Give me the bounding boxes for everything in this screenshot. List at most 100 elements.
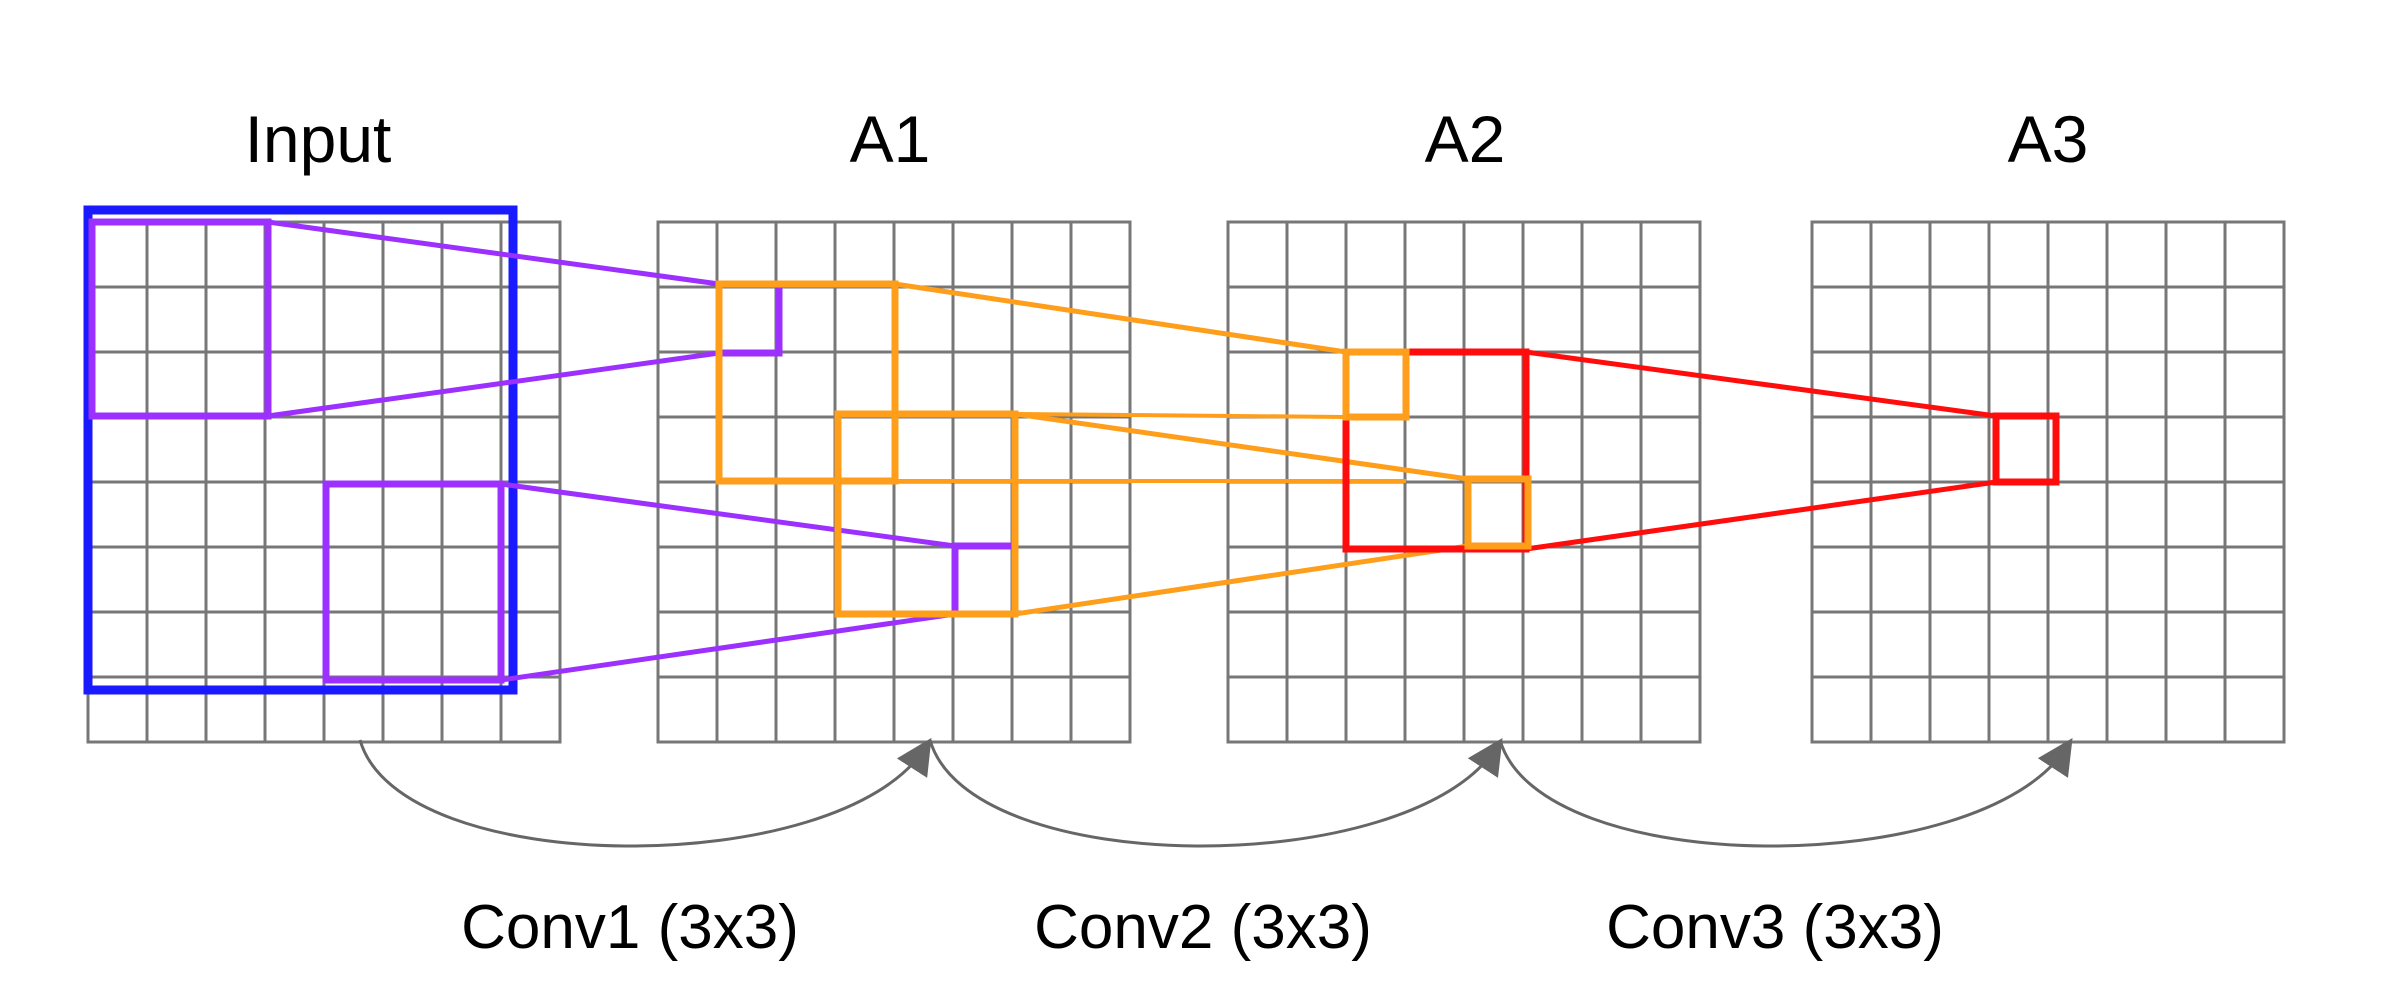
- grid-cell: [204, 610, 267, 679]
- grid-cell: [263, 350, 326, 419]
- grid-cell: [440, 285, 503, 354]
- grid-cell: [715, 285, 778, 354]
- grid-cell: [1462, 545, 1525, 614]
- conv1-label: Conv1 (3x3): [461, 893, 799, 962]
- grid-cell: [263, 545, 326, 614]
- grid-cell: [951, 610, 1014, 679]
- conv1-projection-line: [267, 219, 720, 287]
- grid-cell: [1010, 350, 1073, 419]
- conv2-projection-line: [1014, 543, 1469, 617]
- grid-cell: [86, 220, 149, 289]
- grid-cell: [2223, 675, 2286, 744]
- overlay-layer: [83, 205, 2060, 695]
- grid-cell: [1069, 220, 1132, 289]
- conv1-projection-line: [267, 350, 720, 419]
- grid-cell: [322, 285, 385, 354]
- grid-cell: [2105, 610, 2168, 679]
- grid-cell: [2223, 610, 2286, 679]
- grid-cell: [1069, 480, 1132, 549]
- conv2-projection-line: [1014, 411, 1469, 482]
- grid-cell: [2223, 415, 2286, 484]
- grid-cell: [263, 480, 326, 549]
- grid-cell: [1810, 415, 1873, 484]
- grid-cell: [1403, 545, 1466, 614]
- grid-cell: [1928, 220, 1991, 289]
- grid-cell: [1521, 675, 1584, 744]
- grid-cell: [1462, 610, 1525, 679]
- grid-cell: [1462, 220, 1525, 289]
- grid-cell: [1010, 675, 1073, 744]
- grid-cell: [1987, 285, 2050, 354]
- grid-cell: [833, 415, 896, 484]
- grid-cell: [774, 675, 837, 744]
- grid-cell: [145, 415, 208, 484]
- grid-cell: [1462, 675, 1525, 744]
- grid-cell: [1069, 610, 1132, 679]
- grid-cell: [1580, 610, 1643, 679]
- grid-cell: [322, 610, 385, 679]
- grid-cell: [1580, 675, 1643, 744]
- grid-cell: [1285, 415, 1348, 484]
- grid-cell: [1010, 480, 1073, 549]
- grid-cell: [1810, 610, 1873, 679]
- grid-cell: [833, 350, 896, 419]
- grid-cell: [1987, 545, 2050, 614]
- grid-cell: [263, 220, 326, 289]
- grid-cell: [1010, 285, 1073, 354]
- grid-cell: [263, 285, 326, 354]
- grid-cell: [1639, 350, 1702, 419]
- grid-cell: [2105, 545, 2168, 614]
- grid-cell: [1928, 610, 1991, 679]
- grid-cell: [2164, 610, 2227, 679]
- grid-cell: [1285, 480, 1348, 549]
- grid-cell: [1869, 610, 1932, 679]
- grid-cell: [1403, 220, 1466, 289]
- grid-cell: [440, 415, 503, 484]
- grid-cell: [2223, 545, 2286, 614]
- grid-cell: [2164, 415, 2227, 484]
- grid-cell: [1403, 610, 1466, 679]
- grid-cell: [1010, 220, 1073, 289]
- grid-cell: [204, 480, 267, 549]
- grid-cell: [951, 220, 1014, 289]
- grid-cell: [2223, 220, 2286, 289]
- grid-cell: [263, 415, 326, 484]
- grid-cell: [2046, 675, 2109, 744]
- grid-cell: [1810, 480, 1873, 549]
- grid-label-input: Input: [245, 102, 392, 176]
- grid-cell: [1010, 545, 1073, 614]
- grid-cell: [1639, 675, 1702, 744]
- grid-cell: [2164, 285, 2227, 354]
- grid-cell: [1639, 480, 1702, 549]
- grid-cell: [1226, 350, 1289, 419]
- grid-cell: [145, 220, 208, 289]
- grid-cell: [86, 285, 149, 354]
- grid-cell: [86, 545, 149, 614]
- grid-cell: [1580, 285, 1643, 354]
- grid-cell: [2223, 285, 2286, 354]
- grid-cell: [1069, 675, 1132, 744]
- grid-cell: [2046, 220, 2109, 289]
- grid-cell: [2046, 610, 2109, 679]
- conv2-arrow: [928, 737, 1503, 848]
- grid-cell: [1810, 350, 1873, 419]
- grid-a3: [1810, 220, 2286, 744]
- grid-cell: [833, 285, 896, 354]
- grid-cell: [1403, 675, 1466, 744]
- grid-cell: [2164, 480, 2227, 549]
- grid-cell: [951, 415, 1014, 484]
- grid-cell: [2046, 480, 2109, 549]
- conv2-label: Conv2 (3x3): [1034, 893, 1372, 962]
- grid-cell: [1639, 220, 1702, 289]
- conv3-projection-line: [1525, 349, 1997, 419]
- grid-cell: [2223, 350, 2286, 419]
- grid-cell: [1869, 285, 1932, 354]
- grid-cell: [1344, 610, 1407, 679]
- grid-cell: [263, 610, 326, 679]
- conv2-a1-window-upper: [715, 280, 899, 485]
- grid-cell: [204, 285, 267, 354]
- grid-cell: [322, 415, 385, 484]
- grid-cell: [656, 415, 719, 484]
- grid-cell: [1226, 480, 1289, 549]
- grid-cell: [774, 610, 837, 679]
